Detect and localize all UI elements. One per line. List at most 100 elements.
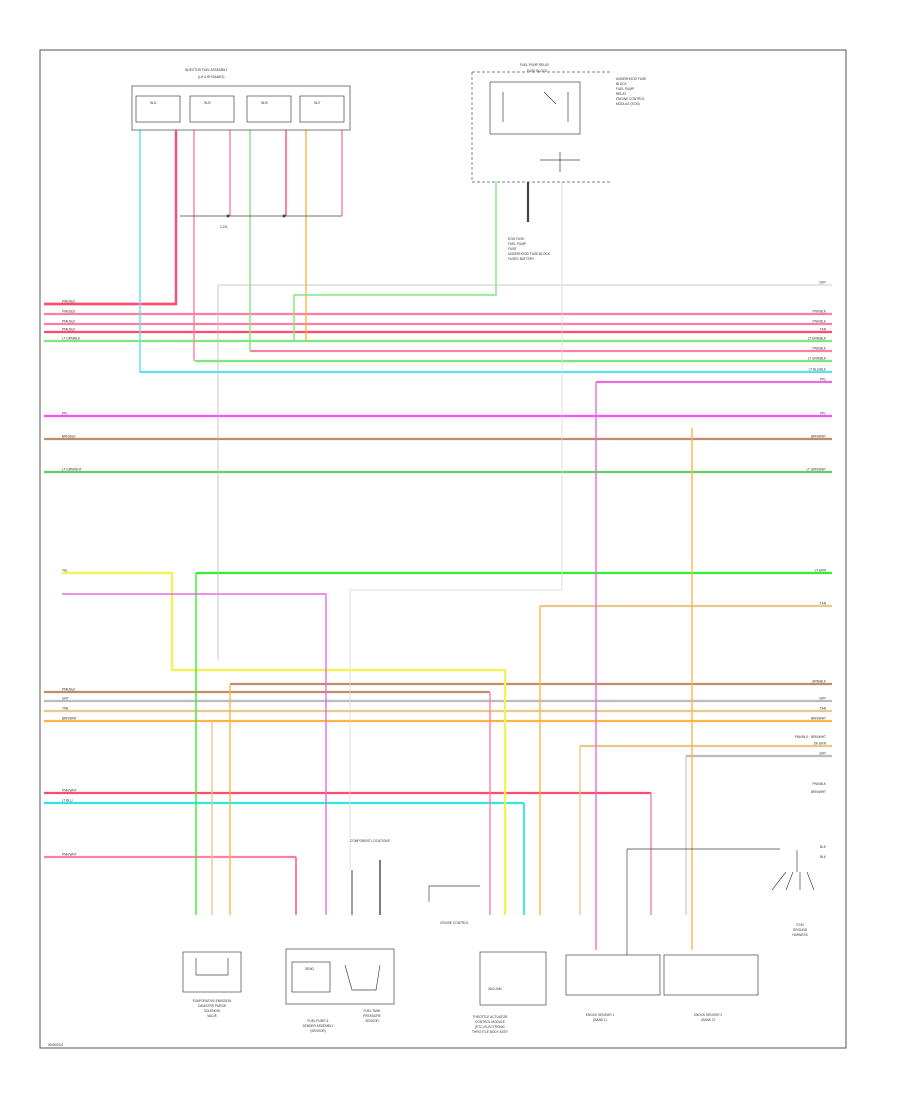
relay-below-3: UNDERHOOD FUSE BLOCK: [508, 252, 551, 256]
injector-3: [189, 95, 235, 123]
bus-left-label-17: TAN: [62, 707, 69, 711]
injector-7: [299, 95, 345, 123]
fuel-pump-module-caption-0: FUEL PUMP &: [307, 1019, 329, 1023]
evap-purge-solenoid-caption-0: EVAPORATIVE EMISSION: [193, 999, 232, 1003]
relay-contacts: [502, 92, 569, 122]
bus-right-label-7: LT BLU/BLK: [809, 368, 827, 372]
knock-sensor-2-labels: KNOCK SENSOR 2(BANK 2): [694, 1013, 723, 1022]
injector-assembly: INJECTOR FUEL ASSEMBLY (LH & RH BANKS) I…: [131, 68, 351, 229]
evap-purge-solenoid-caption-3: VALVE: [207, 1014, 217, 1018]
evap-purge-solenoid-caption-1: CANISTER PURGE: [198, 1004, 226, 1008]
relay-title: FUEL PUMP RELAY: [520, 63, 550, 67]
ground-harness-caption-2: HARNESS: [792, 933, 807, 937]
bus-right-label-18: BRN/WHT: [811, 717, 826, 721]
fuel-pump-labels: FUEL PUMP &SENDER ASSEMBLY(SENSOR): [303, 1019, 335, 1033]
relay-feed-green: [293, 182, 497, 341]
fuel-pump-motor: [291, 961, 331, 993]
fuel-pump-relay: FUEL PUMP RELAY FUSE BLOCK UNDERHOOD FUS…: [471, 63, 646, 261]
bus-right-label-4: LT GRN/BLK: [808, 337, 827, 341]
gray-top-wire: [217, 284, 832, 660]
relay-feed-white: [349, 182, 563, 870]
bus-left-label-23: PNK/WHT: [62, 853, 77, 857]
relay-below-1: FUEL PUMP: [508, 242, 526, 246]
ground-branches: [771, 871, 815, 891]
throttle-control-caption-3: THROTTLE BODY ASSY: [472, 1030, 509, 1034]
throttle-top-label: CRUISE CONTROL: [440, 921, 469, 925]
right-small-label-4: BLK: [820, 855, 827, 859]
relay-below-4: FUSED BATTERY: [508, 257, 535, 261]
gray-top-label: GRY: [819, 281, 827, 285]
bus-left-label-9: PPL: [62, 412, 68, 416]
bus-right-label-10: BRN/WHT: [811, 435, 826, 439]
fuel-tank-pressure-sensor-caption-1: PRESSURE: [363, 1014, 381, 1018]
throttle-control-caption-0: THROTTLE ACTUATOR: [473, 1015, 508, 1019]
relay-note-3: RELAY: [616, 92, 627, 96]
ground-harness-caption-1: GROUND: [793, 928, 808, 932]
injector-1-label: INJ1: [150, 101, 157, 105]
wire-layer: [44, 130, 832, 950]
bus-left-label-21: PNK/WHT: [62, 789, 77, 793]
knock-sensors: COMPONENT LOCATIONS KNOCK SENSOR 1(BANK …: [350, 839, 780, 1022]
right-small-label-0: PNK/BLK · BRN/WHT: [795, 735, 826, 739]
ppl-route: [62, 593, 327, 915]
injector-splice-2: [282, 214, 286, 218]
knock-shield: [626, 848, 780, 955]
injector-5: [246, 95, 292, 123]
bus-left-label-3: PNK/BLK: [62, 328, 76, 332]
knock-sensor-1-labels: KNOCK SENSOR 1(BANK 1): [586, 1013, 615, 1022]
right-small-label-1: PNK/BLK: [813, 782, 827, 786]
fuel-pump-module: SEND FUEL PUMP &SENDER ASSEMBLY(SENSOR) …: [285, 948, 395, 1033]
bus-left-label-1: PNK/BLK: [62, 310, 76, 314]
relay-note-0: UNDERHOOD FUSE: [616, 77, 646, 81]
relay-note-5: MODULE (ECM): [616, 102, 640, 106]
injector-splice: [226, 214, 230, 218]
injector-junction: C101: [220, 225, 228, 229]
bus-right-label-11: LT GRN/WHT: [806, 468, 826, 472]
knock-sensor-1-caption-1: (BANK 1): [593, 1018, 606, 1022]
bus-right-label-1: PNK/BLK: [813, 310, 827, 314]
bus-right-label-2: PNK/BLK: [813, 320, 827, 324]
knock-sensor-1-caption-0: KNOCK SENSOR 1: [586, 1013, 615, 1017]
diagram-frame: [39, 49, 847, 1049]
injector-3-label: INJ3: [204, 101, 211, 105]
bus-left-label-22: LT BLU: [62, 799, 73, 803]
relay-box: [489, 81, 581, 135]
relay-below-0: ECM FUSE: [508, 237, 524, 241]
sensor-top-label: COMPONENT LOCATIONS: [350, 839, 390, 843]
injector-7-label: INJ7: [314, 101, 321, 105]
bus-right-label-19: DK GRN: [814, 742, 827, 746]
bus-right-label-17: TAN: [820, 707, 827, 711]
relay-switch: [543, 91, 557, 105]
fuel-tank-pressure-sensor-caption-2: SENSOR: [365, 1019, 379, 1023]
knock-sensor-2-box: [663, 954, 759, 996]
yel-route: [62, 571, 507, 915]
fuel-tank-pressure-sensor-caption-0: FUEL TANK: [363, 1009, 381, 1013]
relay-note-1: BLOCK: [616, 82, 628, 86]
bus-right-label-12: LT GRN: [815, 569, 827, 573]
injector-1-feed: [44, 130, 178, 306]
bus-left-label-15: PNK/BLK: [62, 688, 76, 692]
bus-right-label-8: PPL: [820, 378, 826, 382]
injector-1: [135, 95, 181, 123]
bus-left-label-12: YEL: [62, 569, 68, 573]
bus-left-label-11: LT GRN/WHT: [62, 468, 82, 472]
footer-code: W0000021: [48, 1043, 64, 1047]
throttle-feed: [428, 885, 480, 902]
throttle-control: CRUISE CONTROL VACUUM THROTTLE ACTUATORC…: [428, 885, 547, 1034]
bus-right-label-13: TAN: [820, 602, 827, 606]
injector-5-label: INJ5: [261, 101, 268, 105]
injector-outline: [131, 85, 351, 131]
fuel-pump-module-caption-1: SENDER ASSEMBLY: [303, 1024, 335, 1028]
bus-left-label-10: BRN/BLK: [62, 435, 77, 439]
knock-sensor-2-caption-0: KNOCK SENSOR 2: [694, 1013, 723, 1017]
injector-assembly-title: INJECTOR FUEL ASSEMBLY: [185, 68, 228, 72]
bus-right-label-6: LT GRN/BLK: [808, 357, 827, 361]
bus-left-label-4: LT GRN/BLK: [62, 337, 81, 341]
